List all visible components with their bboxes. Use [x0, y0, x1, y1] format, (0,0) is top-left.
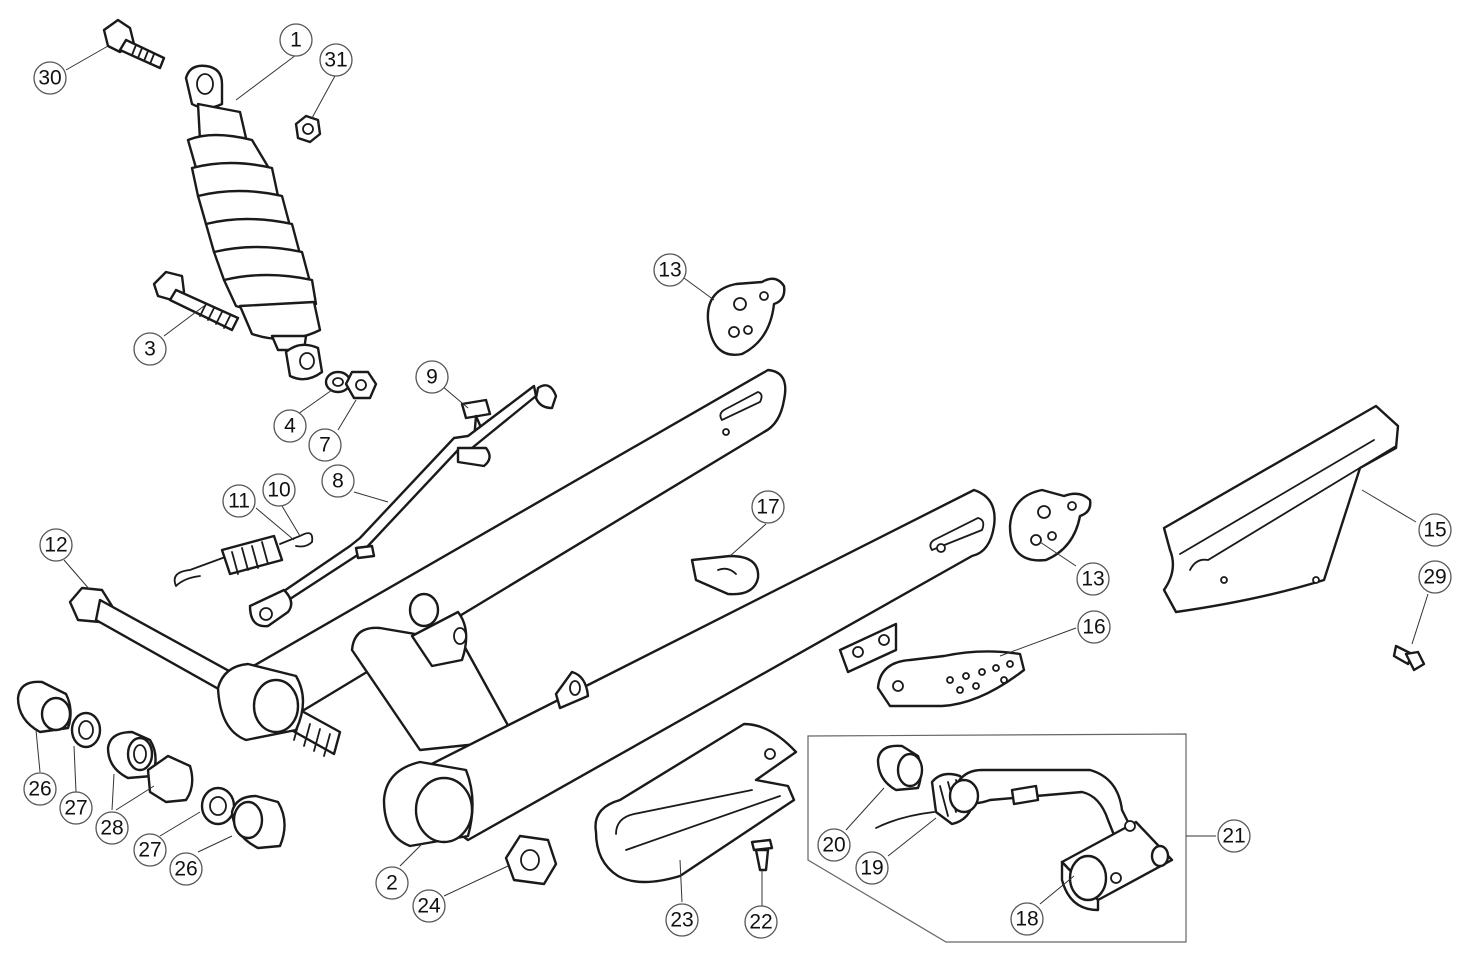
- part-4-washer: [324, 370, 352, 394]
- callout-16: 16: [1077, 610, 1111, 644]
- callout-28: 28: [95, 811, 129, 845]
- callout-10: 10: [262, 473, 296, 507]
- part-13-adjuster-plate-bottom: [1008, 488, 1092, 562]
- callout-20: 20: [817, 828, 851, 862]
- callout-4: 4: [273, 409, 307, 443]
- callout-15-label: 15: [1423, 519, 1446, 542]
- callout-26-left-label: 26: [28, 778, 51, 801]
- callout-19-label: 19: [860, 857, 883, 880]
- callout-23: 23: [665, 903, 699, 937]
- callout-7: 7: [308, 428, 342, 462]
- callout-13-top: 13: [653, 253, 687, 287]
- part-17-cable-clip: [690, 554, 760, 596]
- part-31-nut: [294, 114, 322, 144]
- callout-27-left: 27: [59, 791, 93, 825]
- callout-26-right: 26: [169, 852, 203, 886]
- part-3-bolt: [152, 270, 240, 332]
- part-23-chain-slider: [594, 722, 798, 884]
- callout-27-right: 27: [133, 833, 167, 867]
- part-27-washer-left: [70, 711, 102, 749]
- callout-15: 15: [1418, 513, 1452, 547]
- callout-19: 19: [855, 851, 889, 885]
- callout-2-label: 2: [386, 872, 398, 895]
- part-28-bearing: [106, 730, 194, 804]
- callout-16-label: 16: [1082, 616, 1105, 639]
- part-2-swingarm: [216, 368, 996, 848]
- callout-13-top-label: 13: [658, 259, 681, 282]
- callout-31-label: 31: [324, 49, 347, 72]
- callout-22-label: 22: [749, 911, 772, 934]
- callout-28-label: 28: [100, 817, 123, 840]
- brake-pedal-group-outline: [807, 733, 1187, 943]
- part-27-washer-right: [200, 786, 236, 826]
- part-8-brake-rod: [248, 384, 558, 628]
- callout-1-label: 1: [290, 29, 302, 52]
- callout-18: 18: [1010, 902, 1044, 936]
- part-15-chain-guard: [1162, 404, 1400, 614]
- callout-7-label: 7: [319, 434, 331, 457]
- callout-27-left-label: 27: [64, 797, 87, 820]
- callout-9-label: 9: [426, 366, 438, 389]
- leader-lines: [35, 45, 1429, 906]
- callout-21-label: 21: [1222, 825, 1245, 848]
- callout-24: 24: [412, 889, 446, 923]
- part-11-spring: [173, 532, 314, 587]
- callout-29-label: 29: [1423, 566, 1446, 589]
- callout-12: 12: [39, 528, 73, 562]
- callout-17: 17: [751, 490, 785, 524]
- part-29-screw: [1392, 644, 1426, 672]
- callout-29: 29: [1418, 560, 1452, 594]
- callout-23-label: 23: [670, 909, 693, 932]
- callout-3-label: 3: [144, 338, 156, 361]
- callout-17-label: 17: [756, 496, 779, 519]
- part-7-nut: [344, 370, 378, 400]
- callout-13-bottom: 13: [1076, 562, 1110, 596]
- callout-30: 30: [33, 61, 67, 95]
- callout-8-label: 8: [332, 470, 344, 493]
- callout-11: 11: [222, 484, 256, 518]
- callout-8: 8: [321, 464, 355, 498]
- part-13-adjuster-plate-top: [706, 277, 786, 356]
- callout-10-label: 10: [267, 479, 290, 502]
- callout-21: 21: [1217, 819, 1251, 853]
- callout-20-label: 20: [822, 834, 845, 857]
- callout-26-left: 26: [23, 772, 57, 806]
- part-26-bushing-right: [230, 794, 286, 850]
- callout-4-label: 4: [284, 415, 296, 438]
- callout-22: 22: [744, 905, 778, 939]
- part-1-shock-absorber: [184, 64, 324, 381]
- callout-24-label: 24: [417, 895, 441, 918]
- callout-3: 3: [133, 332, 167, 366]
- callout-12-label: 12: [44, 534, 67, 557]
- part-22-screw: [750, 838, 774, 872]
- callout-18-label: 18: [1015, 908, 1038, 931]
- callout-1: 1: [279, 23, 313, 57]
- part-18-brake-pedal: [948, 768, 1174, 912]
- callout-27-right-label: 27: [138, 839, 161, 862]
- part-20-bushing: [876, 744, 924, 792]
- callout-11-label: 11: [228, 490, 250, 513]
- callout-31: 31: [319, 43, 353, 77]
- part-16-slider-plate: [876, 650, 1026, 708]
- part-24-nut: [504, 834, 558, 886]
- part-26-bushing-left: [16, 680, 72, 734]
- callout-2: 2: [375, 866, 409, 900]
- callout-13-bottom-label: 13: [1081, 568, 1104, 591]
- callout-9: 9: [415, 360, 449, 394]
- callout-30-label: 30: [38, 67, 61, 90]
- callout-26-right-label: 26: [174, 858, 197, 881]
- part-30-bolt: [102, 18, 166, 70]
